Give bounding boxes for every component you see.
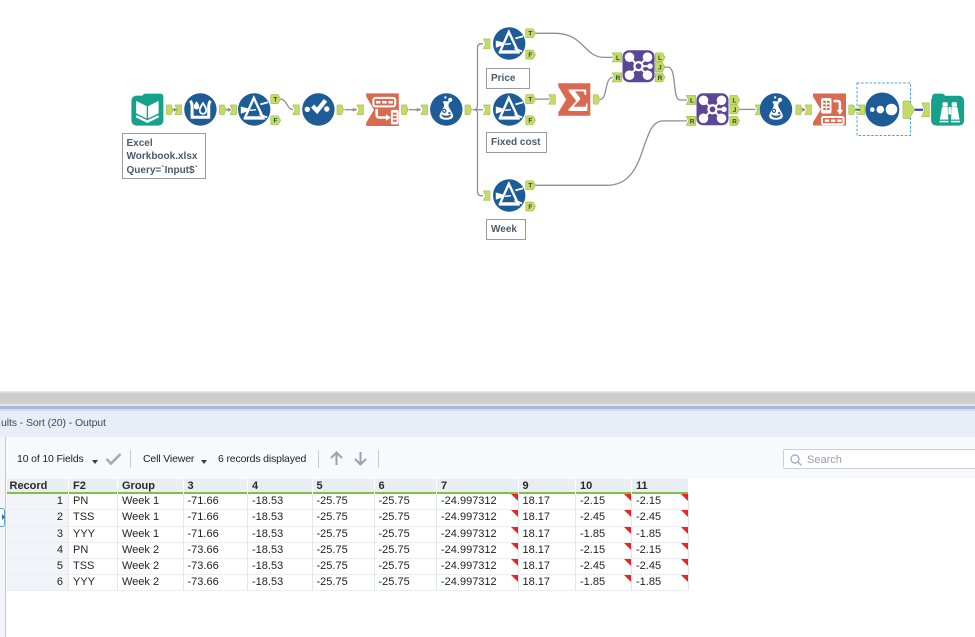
svg-text:R: R	[732, 118, 737, 125]
svg-text:Σ: Σ	[568, 83, 590, 119]
svg-text:F: F	[528, 52, 532, 59]
svg-text:L: L	[690, 97, 694, 104]
svg-text:R: R	[658, 75, 663, 82]
svg-text:T: T	[528, 97, 532, 104]
svg-text:F: F	[273, 118, 277, 125]
svg-text:R: R	[616, 75, 621, 82]
svg-text:J: J	[658, 65, 662, 72]
svg-text:L: L	[616, 55, 620, 62]
svg-text:J: J	[733, 107, 737, 114]
svg-text:T: T	[528, 31, 532, 38]
svg-text:L: L	[733, 97, 737, 104]
svg-text:T: T	[273, 97, 277, 104]
svg-text:R: R	[690, 118, 695, 125]
svg-text:F: F	[528, 118, 532, 125]
svg-text:L: L	[658, 55, 662, 62]
svg-text:T: T	[528, 183, 532, 190]
svg-text:F: F	[528, 204, 532, 211]
